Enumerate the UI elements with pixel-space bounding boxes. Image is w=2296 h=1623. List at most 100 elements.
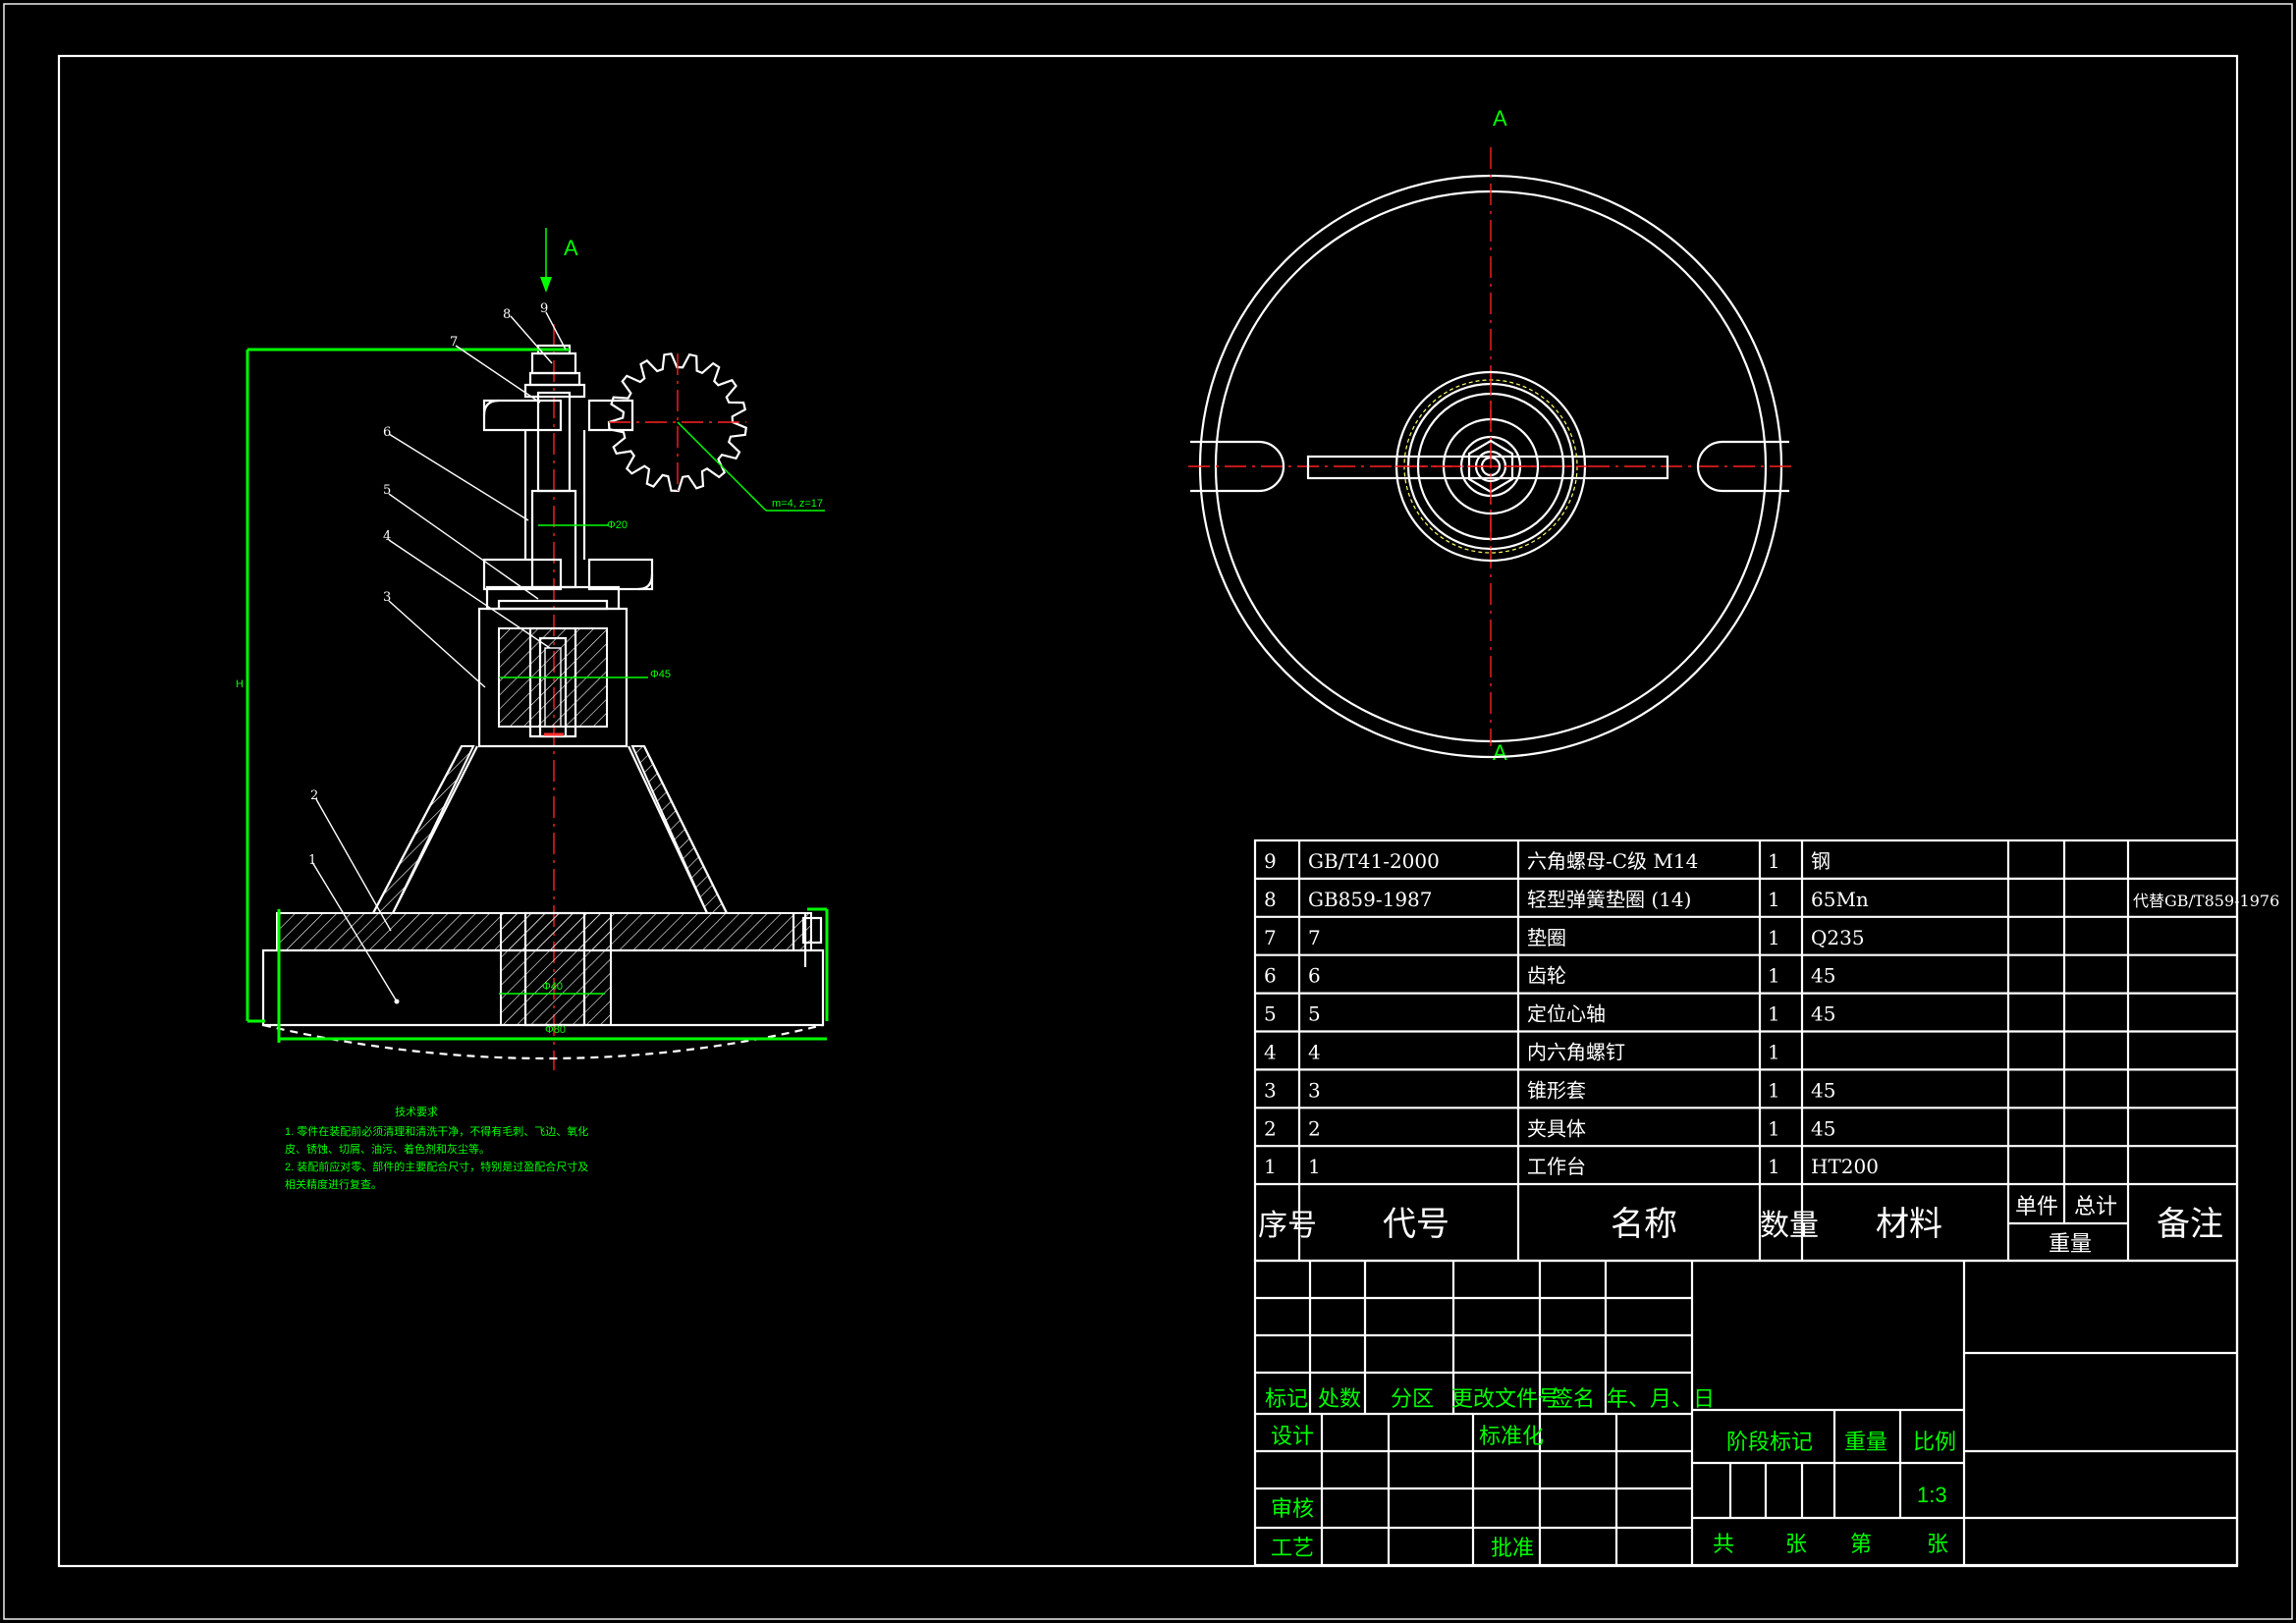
tech-title: 技术要求 bbox=[395, 1106, 438, 1118]
height-dim: H bbox=[236, 678, 244, 690]
top-view-label-bottom: A bbox=[1493, 740, 1507, 765]
tech-requirements: 技术要求 1. 零件在装配前必须清理和清洗干净，不得有毛刺、飞边、氧化 皮、锈蚀… bbox=[285, 1106, 588, 1191]
balloon-1: 1 bbox=[308, 853, 316, 868]
hdr-unit-weight: 单件 bbox=[2015, 1195, 2058, 1219]
bom-cell-no: 5 bbox=[1264, 1002, 1277, 1026]
bom-cell-no: 4 bbox=[1264, 1041, 1277, 1064]
tb-mark: 标记 bbox=[1265, 1386, 1308, 1411]
balloon-3: 3 bbox=[383, 590, 391, 605]
bom-cell-material: 45 bbox=[1811, 1116, 1835, 1140]
bom-cell-no: 2 bbox=[1264, 1116, 1277, 1140]
bom-cell-qty: 1 bbox=[1768, 1041, 1780, 1064]
tb-design: 设计 bbox=[1271, 1424, 1314, 1448]
bom-cell-no: 8 bbox=[1264, 888, 1277, 911]
bom-cell-material: 45 bbox=[1811, 964, 1835, 988]
tb-date: 年、月、日 bbox=[1607, 1386, 1715, 1411]
bom-cell-no: 1 bbox=[1264, 1155, 1277, 1178]
bom-cell-name: 六角螺母-C级 M14 bbox=[1527, 849, 1698, 873]
bom-cell-name: 内六角螺钉 bbox=[1527, 1041, 1625, 1064]
hdr-total-weight: 总计 bbox=[2074, 1195, 2117, 1219]
balloon-6: 6 bbox=[383, 425, 391, 440]
bom-cell-material: 45 bbox=[1811, 1078, 1835, 1102]
bom-cell-qty: 1 bbox=[1768, 888, 1780, 911]
bom-cell-material: 65Mn bbox=[1811, 888, 1869, 911]
hdr-weight: 重量 bbox=[2049, 1232, 2092, 1257]
balloon-leaders bbox=[311, 311, 567, 1004]
mid-dim: Φ45 bbox=[650, 669, 671, 680]
tb-check: 审核 bbox=[1271, 1496, 1314, 1521]
bom-cell-qty: 1 bbox=[1768, 849, 1780, 873]
tb-places: 处数 bbox=[1318, 1386, 1361, 1411]
bom-cell-code: 5 bbox=[1308, 1002, 1321, 1026]
bom-cell-qty: 1 bbox=[1768, 1155, 1780, 1178]
tb-scale-label: 比例 bbox=[1913, 1430, 1956, 1454]
hdr-qty: 数量 bbox=[1760, 1209, 1819, 1243]
bom-cell-code: 2 bbox=[1308, 1116, 1321, 1140]
hdr-name: 名称 bbox=[1611, 1205, 1677, 1244]
bom-cell-material: Q235 bbox=[1811, 926, 1865, 949]
tb-signature: 签名 bbox=[1552, 1386, 1595, 1411]
tech-line-3: 2. 装配前应对零、部件的主要配合尺寸，特别是过盈配合尺寸及 bbox=[285, 1160, 588, 1173]
bom-cell-name: 定位心轴 bbox=[1527, 1002, 1606, 1026]
hdr-no: 序号 bbox=[1258, 1209, 1317, 1243]
bom-table: 序号 代号 名称 数量 材料 单件 总计 重量 备注 bbox=[1253, 839, 2239, 1263]
bom-cell-name: 垫圈 bbox=[1527, 926, 1566, 949]
bom-cell-material: 钢 bbox=[1811, 849, 1831, 873]
bom-cell-code: 3 bbox=[1308, 1078, 1321, 1102]
balloon-5: 5 bbox=[383, 483, 391, 498]
bom-cell-code: 7 bbox=[1308, 926, 1321, 949]
bom-cell-name: 轻型弹簧垫圈 (14) bbox=[1527, 888, 1691, 911]
bom-cell-code: 6 bbox=[1308, 964, 1321, 988]
tb-total: 共 bbox=[1713, 1532, 1734, 1556]
tb-stage-mark: 阶段标记 bbox=[1726, 1430, 1813, 1454]
section-view: A bbox=[236, 228, 829, 1070]
bom-cell-no: 9 bbox=[1264, 849, 1277, 873]
bom-cell-code: 1 bbox=[1308, 1155, 1321, 1178]
balloon-4: 4 bbox=[383, 529, 391, 544]
title-block: 标记 处数 分区 更改文件号 签名 年、月、日 设计 标准化 审核 工艺 批准 … bbox=[1253, 1259, 2239, 1567]
tb-sheet-no: 第 bbox=[1850, 1532, 1872, 1556]
inner-border bbox=[57, 54, 2239, 1568]
tech-line-1: 1. 零件在装配前必须清理和清洗干净，不得有毛刺、飞边、氧化 bbox=[285, 1124, 588, 1138]
bom-cell-name: 齿轮 bbox=[1527, 964, 1566, 988]
gear-note: m=4, z=17 bbox=[772, 498, 823, 510]
gear-detail: m=4, z=17 bbox=[607, 352, 825, 512]
balloon-2: 2 bbox=[310, 788, 318, 803]
tb-standardize: 标准化 bbox=[1479, 1424, 1544, 1448]
bom-cell-qty: 1 bbox=[1768, 1002, 1780, 1026]
view-arrow-label: A bbox=[564, 236, 578, 260]
tb-change-doc: 更改文件号 bbox=[1451, 1386, 1559, 1411]
tb-weight: 重量 bbox=[1844, 1430, 1887, 1454]
tech-line-2: 皮、锈蚀、切屑、油污、着色剂和灰尘等。 bbox=[285, 1142, 490, 1156]
bom-cell-code: GB/T41-2000 bbox=[1308, 849, 1440, 873]
bom-cell-material: 45 bbox=[1811, 1002, 1835, 1026]
bore-dim: Φ40 bbox=[542, 981, 563, 993]
top-view: A A bbox=[1188, 106, 1797, 765]
balloon-8: 8 bbox=[503, 307, 511, 322]
bom-cell-material: HT200 bbox=[1811, 1155, 1879, 1178]
bom-cell-no: 7 bbox=[1264, 926, 1277, 949]
bom-cell-no: 6 bbox=[1264, 964, 1277, 988]
bom-cell-code: 4 bbox=[1308, 1041, 1321, 1064]
tb-zone: 分区 bbox=[1391, 1386, 1434, 1411]
bom-cell-name: 工作台 bbox=[1527, 1155, 1586, 1178]
upper-dim: Φ20 bbox=[607, 519, 628, 531]
tb-process: 工艺 bbox=[1271, 1536, 1314, 1560]
bom-cell-code: GB859-1987 bbox=[1308, 888, 1433, 911]
tb-sheets: 张 bbox=[1785, 1532, 1807, 1556]
bom-cell-qty: 1 bbox=[1768, 926, 1780, 949]
balloon-7: 7 bbox=[450, 335, 458, 350]
bom-cell-qty: 1 bbox=[1768, 964, 1780, 988]
tb-sheet: 张 bbox=[1927, 1532, 1948, 1556]
base-width-dim: Φ80 bbox=[545, 1024, 566, 1036]
hdr-code: 代号 bbox=[1383, 1205, 1449, 1244]
bom-cell-qty: 1 bbox=[1768, 1078, 1780, 1102]
tb-approve: 批准 bbox=[1491, 1536, 1534, 1560]
tb-scale-value: 1:3 bbox=[1917, 1483, 1947, 1507]
tech-line-4: 相关精度进行复查。 bbox=[285, 1177, 382, 1191]
balloon-9: 9 bbox=[540, 301, 548, 316]
top-view-label: A bbox=[1493, 106, 1507, 131]
bom-cell-no: 3 bbox=[1264, 1078, 1277, 1102]
bom-cell-qty: 1 bbox=[1768, 1116, 1780, 1140]
bom-rows: 9 GB/T41-2000 六角螺母-C级 M14 1 钢 8 GB859-1987 轻型弹簧… bbox=[1264, 849, 2279, 1178]
